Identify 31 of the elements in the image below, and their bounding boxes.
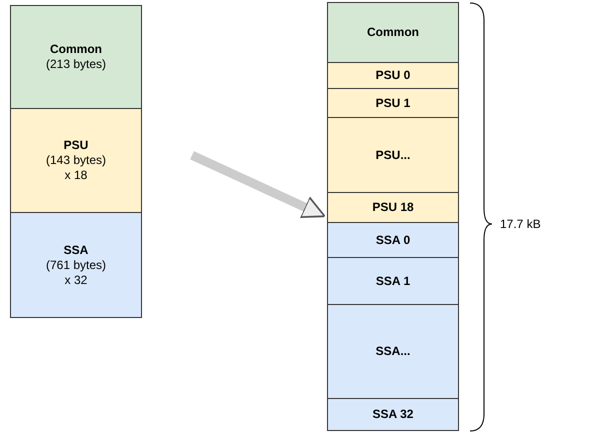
size-label: 17.7 kB bbox=[500, 217, 541, 231]
memory-block bbox=[327, 88, 459, 118]
block-title: Common bbox=[367, 25, 419, 40]
block-title: PSU 0 bbox=[376, 68, 410, 83]
memory-block bbox=[327, 222, 459, 258]
block-title: SSA... bbox=[376, 344, 410, 359]
block-title: PSU bbox=[64, 138, 88, 153]
block-title: PSU 18 bbox=[372, 200, 414, 215]
block-title: SSA bbox=[64, 242, 88, 258]
memory-block bbox=[327, 62, 459, 89]
memory-block bbox=[327, 257, 459, 305]
block-title: SSA 1 bbox=[376, 274, 410, 288]
block-note: (143 bytes) bbox=[46, 153, 106, 168]
block-note: x 32 bbox=[64, 272, 88, 288]
block-title: PSU... bbox=[376, 148, 410, 162]
memory-block bbox=[327, 304, 459, 399]
memory-block bbox=[327, 398, 459, 431]
block-title: PSU 1 bbox=[376, 96, 410, 110]
memory-block bbox=[327, 192, 459, 223]
memory-block bbox=[327, 117, 459, 193]
block-note: (213 bytes) bbox=[46, 57, 106, 72]
block-title: SSA 0 bbox=[376, 232, 410, 248]
block-title: Common bbox=[50, 42, 102, 57]
memory-block bbox=[10, 5, 142, 109]
memory-block bbox=[10, 108, 142, 213]
block-note: (761 bytes) bbox=[46, 258, 106, 272]
memory-block bbox=[327, 2, 459, 63]
block-arrow bbox=[190, 151, 326, 218]
block-title: SSA 32 bbox=[372, 407, 414, 422]
block-note: x 18 bbox=[64, 168, 88, 183]
memory-block bbox=[10, 212, 142, 318]
